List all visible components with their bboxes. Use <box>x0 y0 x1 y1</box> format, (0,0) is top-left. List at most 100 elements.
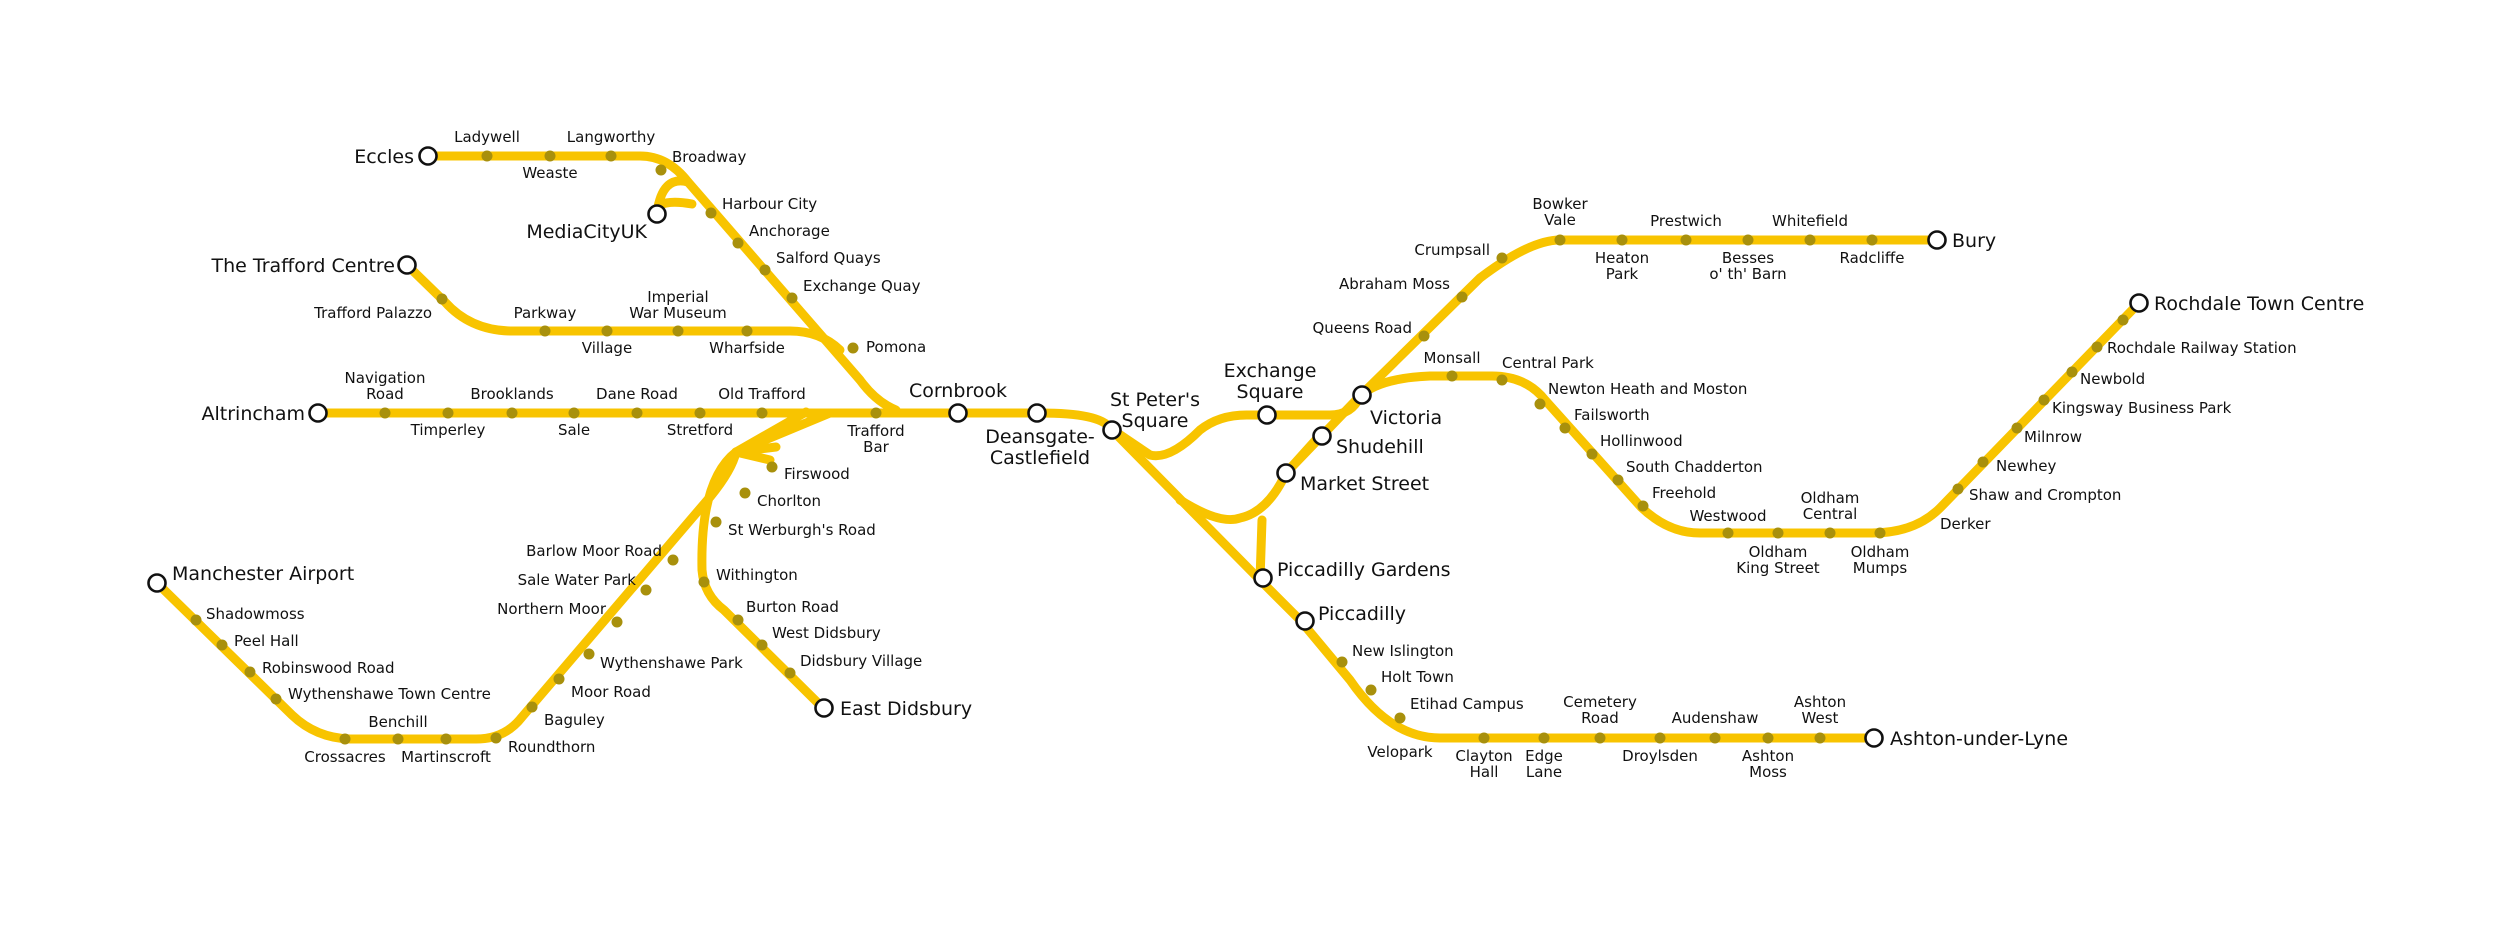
stop-wharfside[interactable] <box>741 325 753 337</box>
stop-newhey[interactable] <box>2011 422 2023 434</box>
stop-ashton-west[interactable] <box>1814 732 1826 744</box>
stop-kingsway-business-park[interactable] <box>2066 366 2078 378</box>
stop-edge-lane[interactable] <box>1538 732 1550 744</box>
interchange-shudehill[interactable] <box>1312 426 1332 446</box>
stop-village[interactable] <box>601 325 613 337</box>
stop-droylsden[interactable] <box>1654 732 1666 744</box>
stop-pomona[interactable] <box>847 342 859 354</box>
terminus-rochdale-town-centre[interactable] <box>2129 293 2149 313</box>
stop-martinscroft[interactable] <box>440 733 452 745</box>
stop-oldham-king-street[interactable] <box>1772 527 1784 539</box>
stop-central-park[interactable] <box>1496 374 1508 386</box>
stop-moor-road[interactable] <box>553 673 565 685</box>
stop-queens-road[interactable] <box>1418 330 1430 342</box>
stop-new-islington[interactable] <box>1336 656 1348 668</box>
stop-whitefield[interactable] <box>1804 234 1816 246</box>
stop-etihad-campus[interactable] <box>1394 712 1406 724</box>
stop-baguley[interactable] <box>526 701 538 713</box>
stop-peel-hall[interactable] <box>216 639 228 651</box>
stop-trafford-palazzo[interactable] <box>436 293 448 305</box>
terminus-mediacityuk[interactable] <box>647 204 667 224</box>
stop-salford-quays[interactable] <box>759 264 771 276</box>
stop-stretford[interactable] <box>694 407 706 419</box>
stop-south-chadderton[interactable] <box>1612 474 1624 486</box>
terminus-ashton-under-lyne[interactable] <box>1864 728 1884 748</box>
stop-dane-road[interactable] <box>631 407 643 419</box>
stop-wythenshawe-town-centre[interactable] <box>270 693 282 705</box>
stop-radcliffe[interactable] <box>1866 234 1878 246</box>
stop-besses-o-th-barn[interactable] <box>1742 234 1754 246</box>
stop-derker[interactable] <box>1952 483 1964 495</box>
stop-failsworth[interactable] <box>1559 422 1571 434</box>
stop-firswood[interactable] <box>766 461 778 473</box>
label-east-didsbury: East Didsbury <box>840 698 972 720</box>
stop-exchange-quay[interactable] <box>786 292 798 304</box>
stop-heaton-park[interactable] <box>1616 234 1628 246</box>
stop-clayton-hall[interactable] <box>1478 732 1490 744</box>
label-monsall: Monsall <box>1424 349 1481 367</box>
stop-roundthorn[interactable] <box>490 732 502 744</box>
stop-chorlton[interactable] <box>739 487 751 499</box>
stop-newbold[interactable] <box>2091 341 2103 353</box>
stop-sale[interactable] <box>568 407 580 419</box>
stop-shadowmoss[interactable] <box>190 614 202 626</box>
terminus-altrincham[interactable] <box>308 403 328 423</box>
stop-navigation-road[interactable] <box>379 407 391 419</box>
stop-ladywell[interactable] <box>481 150 493 162</box>
stop-ashton-moss[interactable] <box>1762 732 1774 744</box>
stop-benchill[interactable] <box>392 733 404 745</box>
terminus-manchester-airport[interactable] <box>147 573 167 593</box>
interchange-market-street[interactable] <box>1276 463 1296 483</box>
stop-prestwich[interactable] <box>1680 234 1692 246</box>
stop-rochdale-railway-station[interactable] <box>2117 314 2129 326</box>
stop-burton-road[interactable] <box>732 614 744 626</box>
stop-milnrow[interactable] <box>2038 394 2050 406</box>
stop-newton-heath-and-moston[interactable] <box>1534 398 1546 410</box>
stop-weaste[interactable] <box>544 150 556 162</box>
stop-imperial-war-museum[interactable] <box>672 325 684 337</box>
stop-barlow-moor-road[interactable] <box>667 554 679 566</box>
stop-bowker-vale[interactable] <box>1554 234 1566 246</box>
stop-harbour-city[interactable] <box>705 207 717 219</box>
stop-parkway[interactable] <box>539 325 551 337</box>
stop-cemetery-road[interactable] <box>1594 732 1606 744</box>
stop-northern-moor[interactable] <box>611 616 623 628</box>
stop-hollinwood[interactable] <box>1586 448 1598 460</box>
terminus-east-didsbury[interactable] <box>814 698 834 718</box>
stop-crumpsall[interactable] <box>1496 252 1508 264</box>
interchange-piccadilly-gardens[interactable] <box>1253 568 1273 588</box>
stop-audenshaw[interactable] <box>1709 732 1721 744</box>
interchange-cornbrook[interactable] <box>948 403 968 423</box>
interchange-exchange-square[interactable] <box>1257 405 1277 425</box>
interchange-st-peters-square[interactable] <box>1102 420 1122 440</box>
interchange-deansgate-castlefield[interactable] <box>1027 403 1047 423</box>
stop-didsbury-village[interactable] <box>784 667 796 679</box>
stop-st-werburghs-road[interactable] <box>710 516 722 528</box>
stop-old-trafford[interactable] <box>756 407 768 419</box>
terminus-trafford-centre[interactable] <box>397 255 417 275</box>
stop-trafford-bar[interactable] <box>870 407 882 419</box>
stop-robinswood-road[interactable] <box>244 666 256 678</box>
stop-broadway[interactable] <box>655 164 667 176</box>
stop-oldham-mumps[interactable] <box>1874 527 1886 539</box>
stop-abraham-moss[interactable] <box>1456 291 1468 303</box>
stop-west-didsbury[interactable] <box>756 639 768 651</box>
stop-timperley[interactable] <box>442 407 454 419</box>
interchange-victoria[interactable] <box>1352 385 1372 405</box>
stop-freehold[interactable] <box>1637 500 1649 512</box>
stop-monsall[interactable] <box>1446 370 1458 382</box>
interchange-piccadilly[interactable] <box>1295 611 1315 631</box>
stop-sale-water-park[interactable] <box>640 584 652 596</box>
stop-langworthy[interactable] <box>605 150 617 162</box>
stop-crossacres[interactable] <box>339 733 351 745</box>
stop-wythenshawe-park[interactable] <box>583 648 595 660</box>
stop-shaw-and-crompton[interactable] <box>1977 456 1989 468</box>
terminus-bury[interactable] <box>1927 230 1947 250</box>
stop-holt-town[interactable] <box>1365 684 1377 696</box>
stop-westwood[interactable] <box>1722 527 1734 539</box>
stop-withington[interactable] <box>698 576 710 588</box>
stop-oldham-central[interactable] <box>1824 527 1836 539</box>
terminus-eccles[interactable] <box>418 146 438 166</box>
stop-anchorage[interactable] <box>732 237 744 249</box>
stop-brooklands[interactable] <box>506 407 518 419</box>
